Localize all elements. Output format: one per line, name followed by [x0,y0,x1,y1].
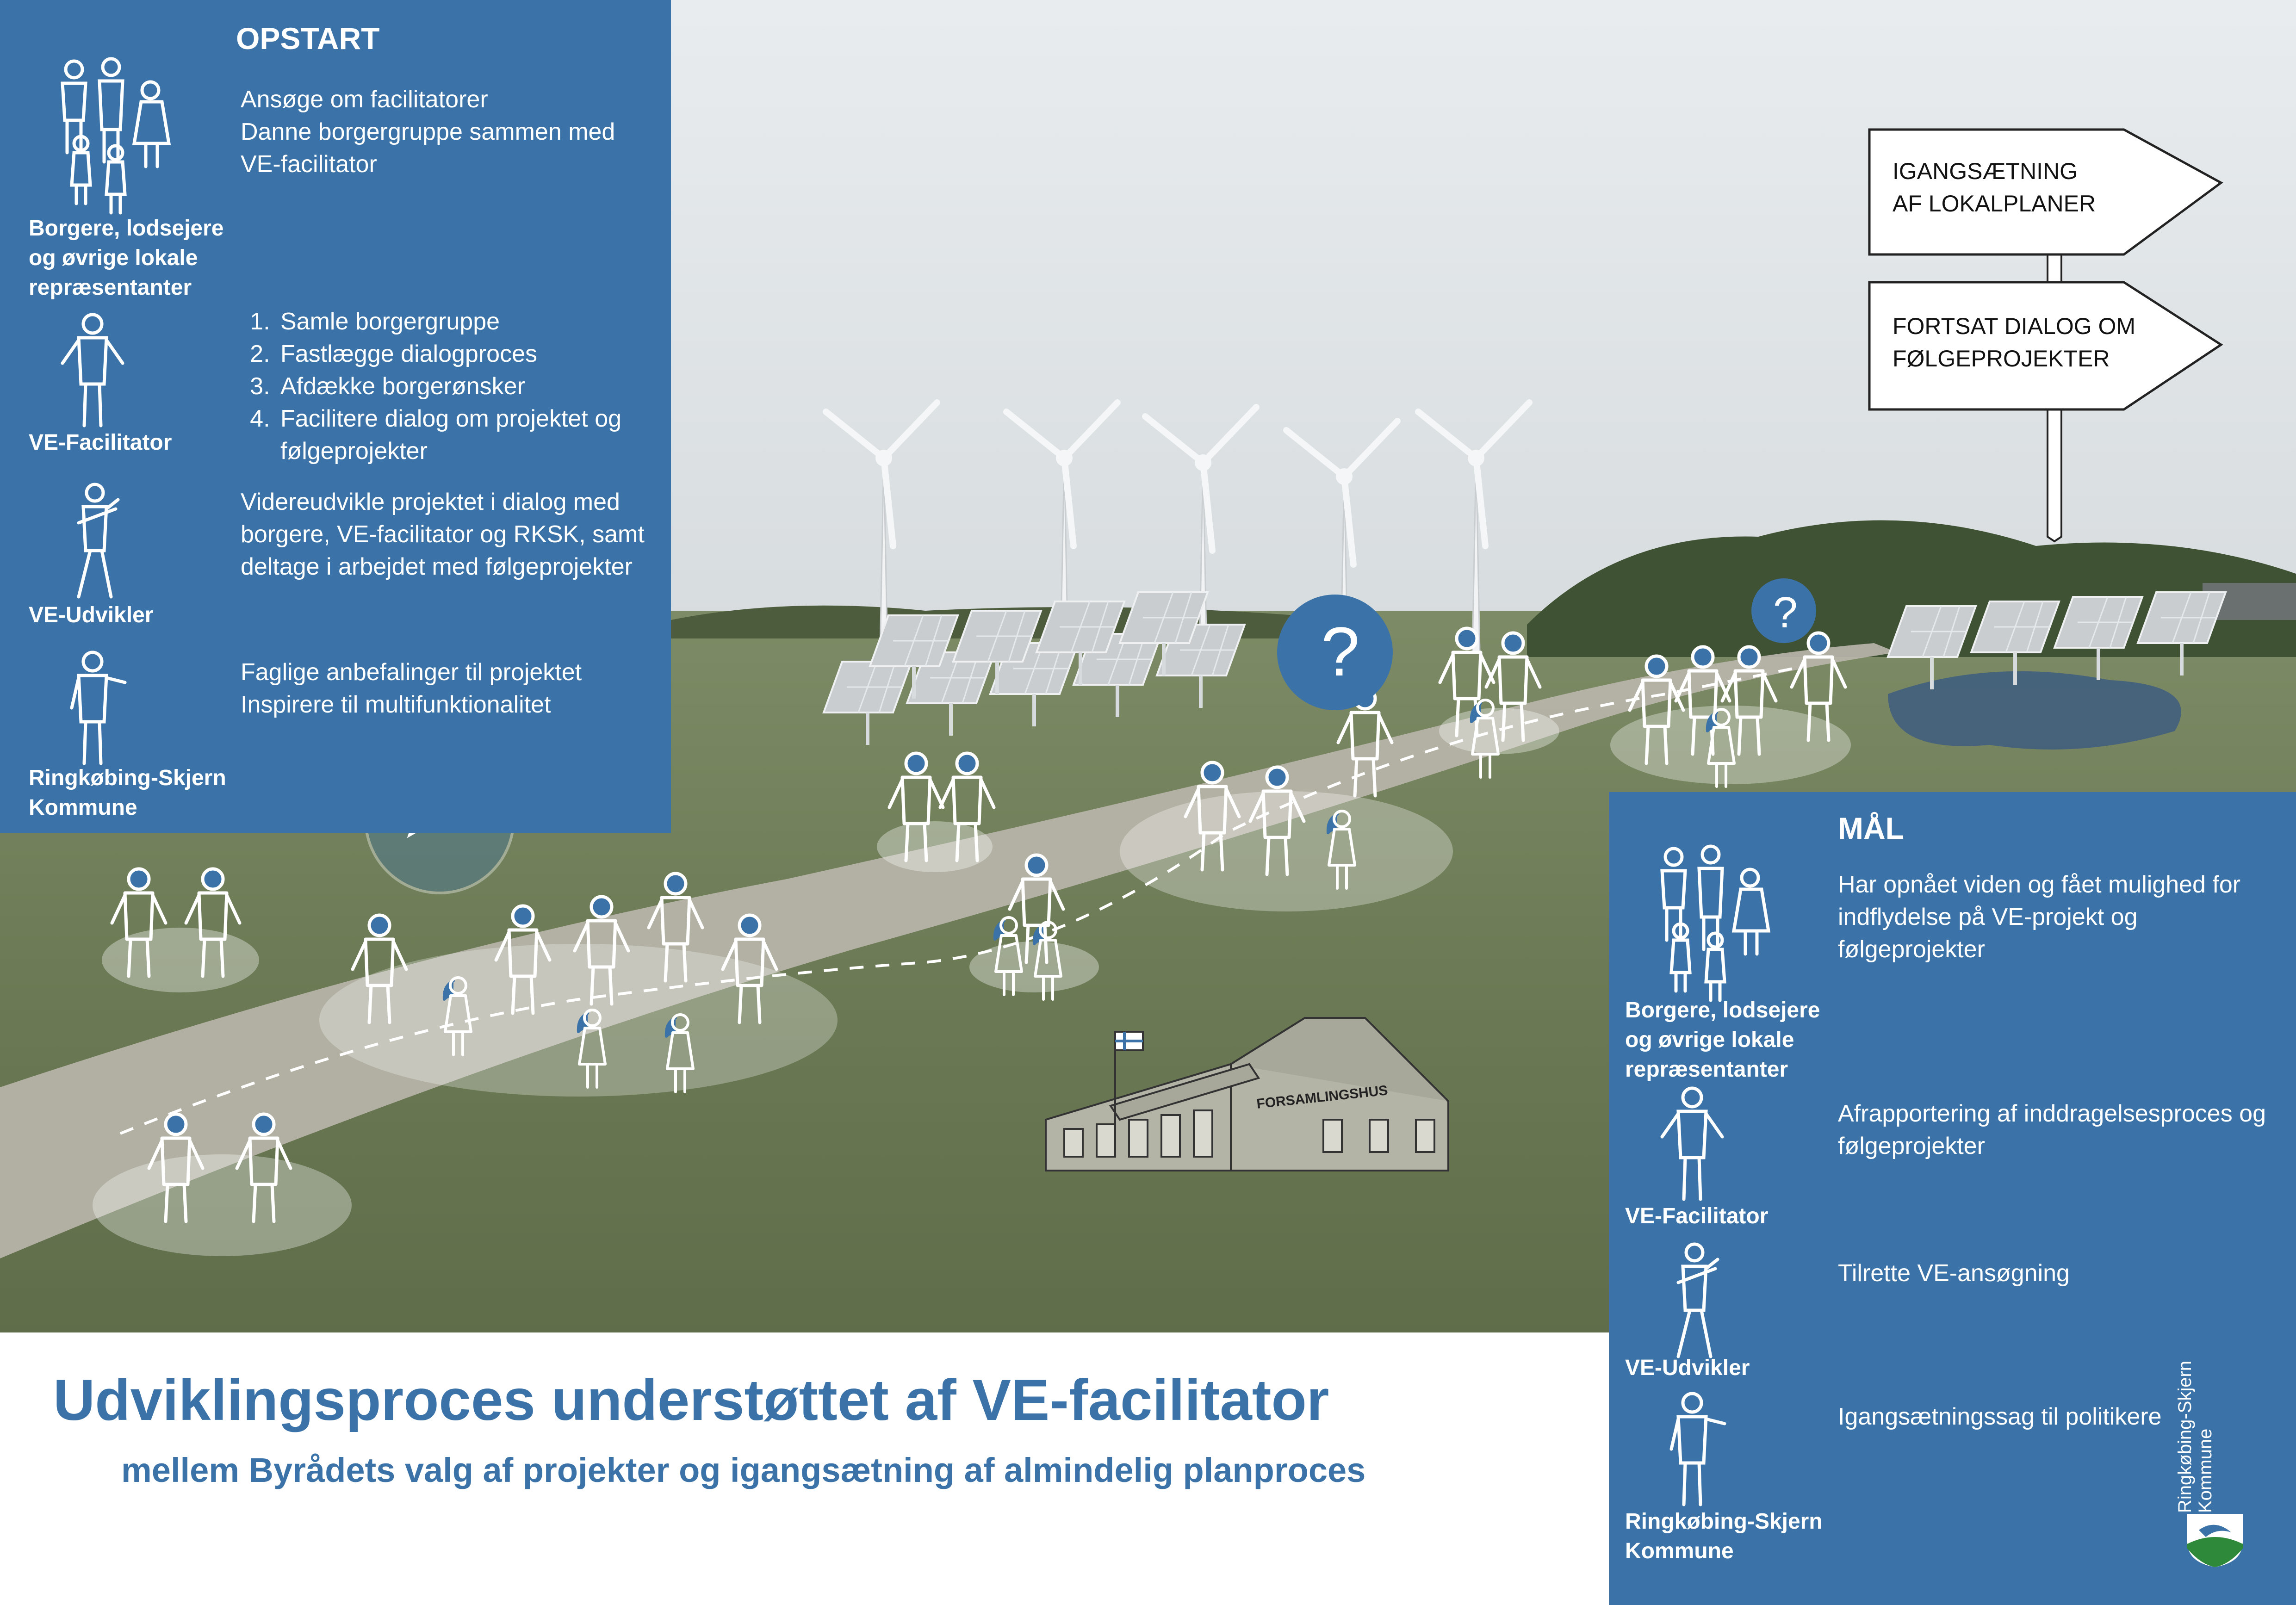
role-label-developer: VE-Udvikler [29,603,154,627]
goal-label-citizens: Borgere, lodsejere og øvrige lokale repr… [1625,998,1820,1082]
role-text-developer: Videreudvikle projektet i dialog med bor… [241,489,645,580]
municipality-logo-text: Ringkøbing-Skjern Kommune [2175,1360,2215,1513]
role-label-citizens: Borgere, lodsejere og øvrige lokale repr… [29,216,224,300]
goal-heading: MÅL [1838,811,1904,845]
goal-text-municipality: Igangsætningssag til politikere [1838,1403,2162,1430]
role-steps-facilitator: Samle borgergruppe Fastlægge dialogproce… [241,305,657,467]
role-text-municipality: Faglige anbefalinger til projektet Inspi… [241,659,582,718]
group-of-people-icon [46,56,185,220]
svg-text:?: ? [1321,613,1359,690]
developer-person-icon [60,481,130,604]
goal-text-citizens: Har opnået viden og fået mulighed for in… [1838,871,2241,963]
goal-label-facilitator: VE-Facilitator [1625,1204,1769,1228]
municipality-person-icon [60,648,134,770]
group-of-people-icon [1646,843,1785,1007]
signpost [1868,128,2223,543]
role-label-facilitator: VE-Facilitator [29,430,172,455]
goal-label-developer: VE-Udvikler [1625,1356,1750,1380]
svg-text:?: ? [1773,588,1798,637]
sign-fortsat-dialog: FORTSAT DIALOG OM FØLGEPROJEKTER [1893,313,2136,372]
facilitator-person-icon [56,310,130,433]
goal-text-facilitator: Afrapportering af inddragelsesproces og … [1838,1100,2266,1159]
start-panel: OPSTART Borgere, lodsejere og øvrige lok… [0,0,671,833]
role-text-citizens: Ansøge om facilitatorer Danne borgergrup… [241,86,615,178]
page-title: Udviklingsproces understøttet af VE-faci… [53,1368,1329,1432]
municipality-logo-icon [2183,1505,2247,1572]
goal-panel: MÅL Borgere, lodsejere og øvrige lokale … [1609,792,2296,1605]
municipality-person-icon [1660,1389,1734,1512]
page-subtitle: mellem Byrådets valg af projekter og iga… [121,1451,1366,1489]
goal-label-municipality: Ringkøbing-Skjern Kommune [1625,1509,1823,1563]
developer-person-icon [1660,1241,1729,1363]
sign-igangsaetning: IGANGSÆTNING AF LOKALPLANER [1893,158,2096,217]
role-label-municipality: Ringkøbing-Skjern Kommune [29,766,226,820]
goal-text-developer: Tilrette VE-ansøgning [1838,1260,2070,1287]
start-heading: OPSTART [236,21,380,56]
facilitator-person-icon [1655,1084,1729,1206]
